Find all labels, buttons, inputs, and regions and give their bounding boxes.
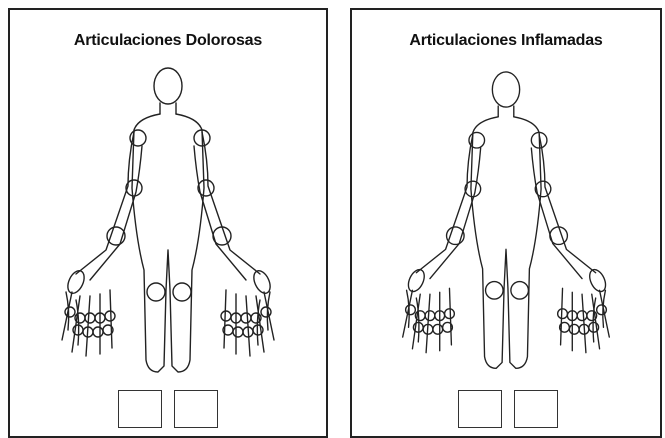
body-outline-swollen	[352, 60, 660, 390]
count-box-tender-2[interactable]	[174, 390, 218, 428]
panel-title-swollen: Articulaciones Inflamadas	[352, 32, 660, 50]
count-box-swollen-2[interactable]	[514, 390, 558, 428]
count-box-tender-1[interactable]	[118, 390, 162, 428]
swollen-joints-panel: Articulaciones Inflamadas	[350, 8, 662, 438]
body-figure-swollen	[352, 60, 660, 390]
body-figure-tender	[10, 60, 326, 390]
body-outline-tender	[10, 60, 326, 390]
tender-joints-panel: Articulaciones Dolorosas	[8, 8, 328, 438]
panel-title-tender: Articulaciones Dolorosas	[10, 32, 326, 50]
count-box-swollen-1[interactable]	[458, 390, 502, 428]
